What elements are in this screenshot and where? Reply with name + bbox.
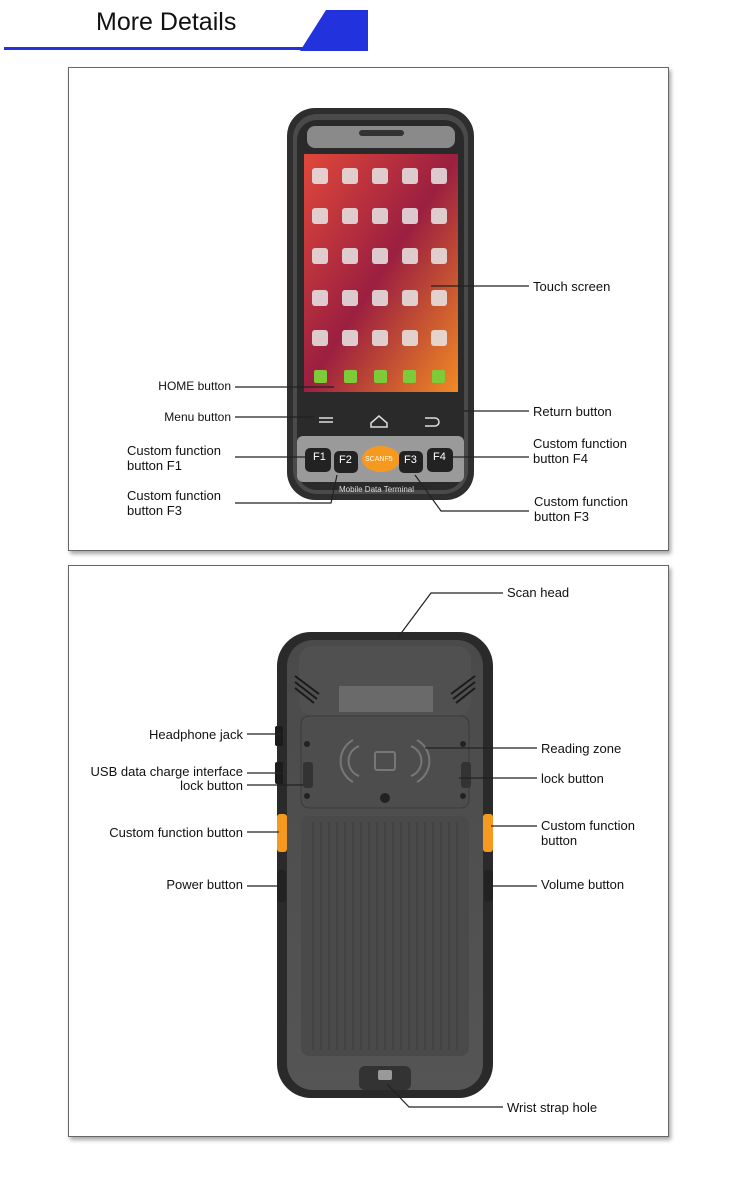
- custom-function-right-label-line1: Custom function: [541, 818, 635, 833]
- f1-label-line1: Custom function: [127, 443, 221, 458]
- return-button-label: Return button: [533, 404, 612, 419]
- wrist-strap-hole: [378, 1070, 392, 1080]
- f2-key: [334, 451, 358, 473]
- custom-function-left-label: Custom function button: [109, 825, 243, 840]
- front-device-illustration: [235, 108, 529, 512]
- app-icons: [312, 168, 447, 346]
- wrist-strap-hole-label: Wrist strap hole: [507, 1100, 598, 1115]
- power-button: [277, 870, 286, 902]
- f3-key-label: F3: [404, 454, 417, 466]
- f4-key-label: F4: [433, 451, 446, 463]
- f4-label-line1: Custom function: [533, 436, 627, 451]
- scan-window: [339, 686, 433, 712]
- scan-head-label: Scan head: [507, 585, 570, 600]
- lock-button-left-label: lock button: [180, 778, 243, 793]
- f3-key: [399, 451, 423, 473]
- f3-right-label-line2: button F3: [534, 509, 589, 524]
- lock-slider-right: [461, 762, 471, 788]
- custom-function-button-left: [277, 814, 287, 852]
- f3-left-label-line2: button F3: [127, 503, 182, 518]
- header-underline: [4, 47, 322, 50]
- reading-zone-plate: [300, 715, 470, 809]
- back-device-illustration: [247, 592, 537, 1108]
- volume-button: [484, 870, 493, 902]
- dock-icons: [314, 370, 445, 383]
- f3-right-label-line1: Custom function: [534, 494, 628, 509]
- lock-slider-left: [303, 762, 313, 788]
- f4-key: [427, 448, 453, 472]
- back-view-panel: Scan head Headphone jack USB data charge…: [68, 565, 669, 1137]
- custom-function-right-label-line2: button: [541, 833, 578, 848]
- f4-label-line2: button F4: [533, 451, 588, 466]
- f1-key-label: F1: [313, 451, 326, 463]
- headphone-jack-label: Headphone jack: [149, 727, 243, 742]
- usb-interface-label: USB data charge interface: [90, 764, 243, 779]
- f1-label-line2: button F1: [127, 458, 182, 473]
- volume-button-label: Volume button: [541, 877, 625, 892]
- custom-function-button-right: [483, 814, 493, 852]
- home-button-label: HOME button: [158, 379, 231, 393]
- page-title: More Details: [96, 8, 237, 36]
- power-button-label: Power button: [166, 877, 243, 892]
- touch-screen-label: Touch screen: [533, 279, 611, 294]
- f1-key: [305, 448, 331, 472]
- front-view-panel: Mobile Data Terminal SCANF5 F1 F2 F3 F4 …: [68, 67, 669, 551]
- device-model-text: Mobile Data Terminal: [339, 485, 414, 494]
- header-accent-shape: [300, 10, 368, 51]
- nav-keys: [319, 415, 440, 428]
- scan-key-label: SCANF5: [365, 456, 393, 463]
- scan-key: [362, 446, 400, 472]
- reading-zone-label: Reading zone: [541, 741, 622, 756]
- menu-button-label: Menu button: [164, 410, 231, 424]
- f2-key-label: F2: [339, 454, 352, 466]
- headphone-jack: [275, 726, 283, 746]
- lock-button-right-label: lock button: [541, 771, 604, 786]
- f3-left-label-line1: Custom function: [127, 488, 221, 503]
